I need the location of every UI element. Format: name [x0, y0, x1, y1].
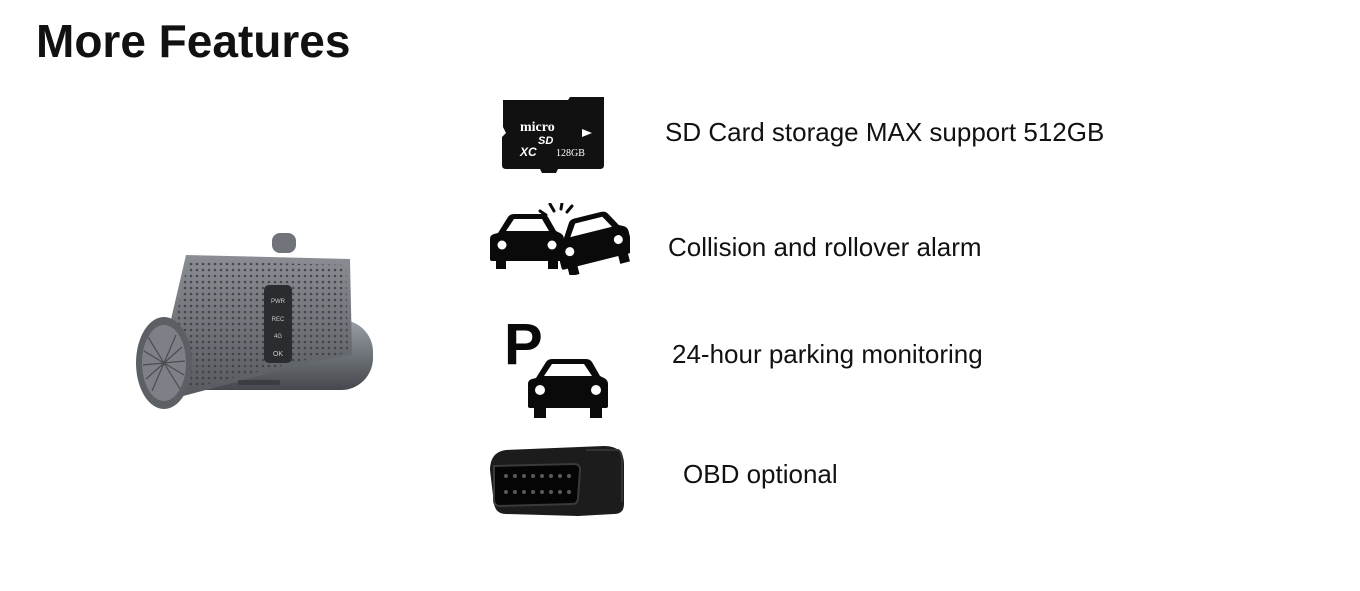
obd-connector-icon — [490, 446, 624, 516]
sd-card-capacity: 128GB — [556, 148, 585, 159]
dashcam-image: PWR REC 4G OK — [136, 233, 373, 409]
micro-sd-card-icon: micro SD XC 128GB — [502, 97, 604, 173]
parking-car-icon: P — [504, 312, 608, 418]
page-title: More Features — [36, 15, 351, 67]
button-label-rec: REC — [272, 317, 285, 323]
feature-text-parking-monitoring: 24-hour parking monitoring — [672, 339, 983, 369]
sd-card-brand: micro — [520, 120, 555, 135]
button-label-4g: 4G — [274, 334, 282, 340]
feature-text-obd: OBD optional — [683, 459, 838, 489]
sd-card-type: XC — [519, 145, 537, 159]
button-label-ok: OK — [273, 351, 283, 358]
sd-card-sub: SD — [538, 135, 553, 147]
feature-text-collision-alarm: Collision and rollover alarm — [668, 232, 982, 262]
feature-text-sd-storage: SD Card storage MAX support 512GB — [665, 117, 1105, 147]
parking-glyph: P — [504, 312, 543, 377]
car-collision-icon — [490, 203, 630, 275]
button-label-pwr: PWR — [271, 299, 286, 305]
